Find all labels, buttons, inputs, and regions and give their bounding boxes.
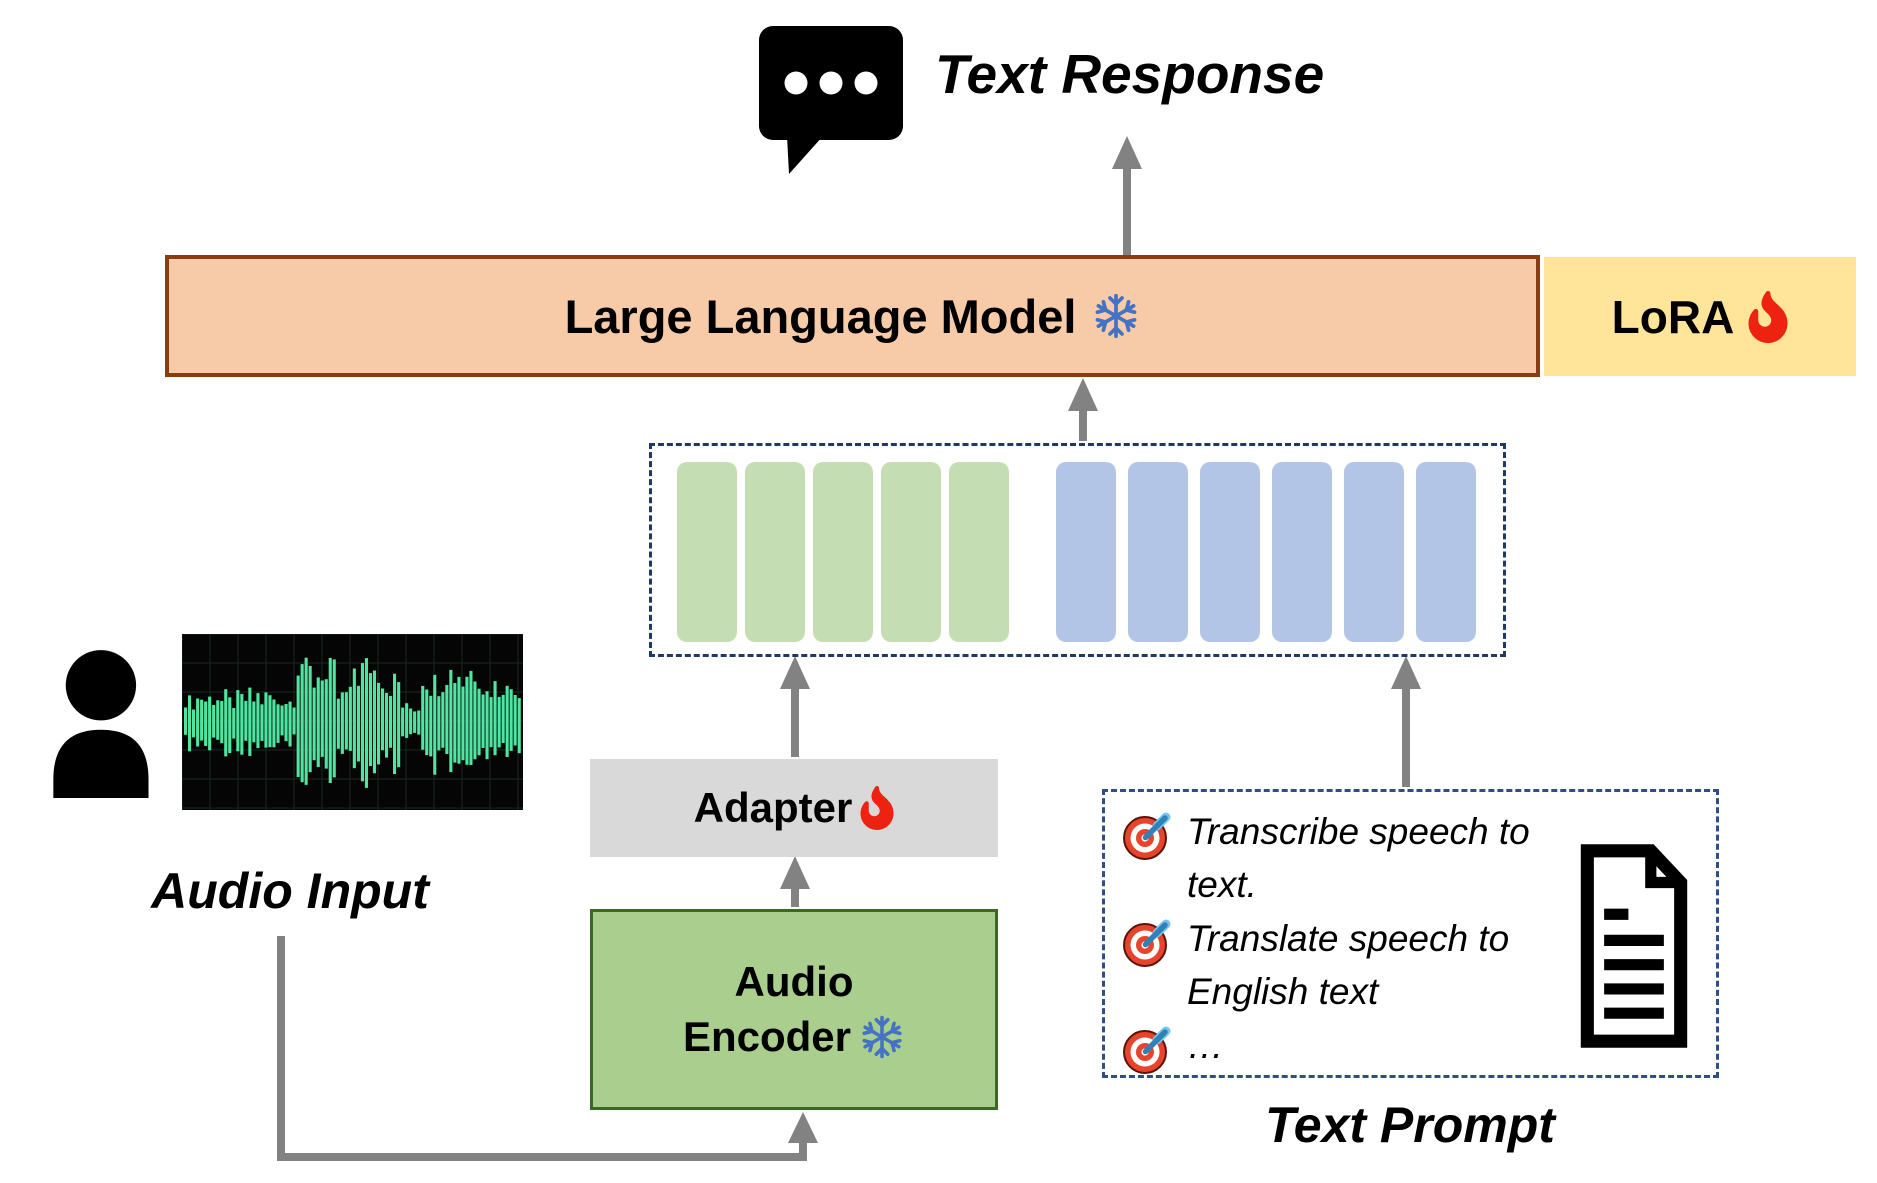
text-token [1056,462,1116,642]
prompt-item: Translate speech to English text [1121,913,1716,1018]
prompt-item: Transcribe speech to text. [1121,806,1716,911]
prompt-text: Transcribe speech to text. [1187,811,1530,905]
llm-box: Large Language Model [165,255,1540,377]
audio-encoder-box: Audio Encoder [590,909,998,1110]
audio-input-label: Audio Input [151,863,429,919]
speech-bubble-icon [759,26,903,174]
text-token [1128,462,1188,642]
lora-label: LoRA [1611,290,1735,343]
prompt-text: Translate speech to English text [1187,918,1510,1012]
snowflake-icon [1092,292,1140,340]
text-response-label: Text Response [935,43,1325,105]
person-icon [53,650,149,798]
audio-token [881,462,941,642]
text-token-group [1056,462,1476,642]
text-prompt-label: Text Prompt [1265,1097,1555,1153]
dart-target-icon [1121,810,1173,862]
snowflake-icon [859,1014,905,1060]
audio-waveform-image [182,634,523,810]
token-sequence-box [649,443,1506,657]
flame-icon [1748,291,1788,343]
dart-target-icon [1121,917,1173,969]
audio-token [813,462,873,642]
audio-token [949,462,1009,642]
lora-box: LoRA [1544,257,1856,376]
audio-token-group [677,462,1009,642]
adapter-label: Adapter [693,784,853,831]
text-token [1344,462,1404,642]
prompt-item: … [1121,1020,1716,1076]
dart-target-icon [1121,1024,1173,1076]
audio-encoder-label-line2: Encoder [682,1012,852,1060]
text-token [1272,462,1332,642]
llm-label: Large Language Model [564,289,1077,343]
flame-icon [860,786,894,830]
audio-token [745,462,805,642]
text-prompt-box: Transcribe speech to text. Translate spe… [1102,789,1719,1078]
adapter-box: Adapter [590,759,998,857]
audio-token [677,462,737,642]
text-token [1200,462,1260,642]
audio-encoder-label-line1: Audio [734,957,854,1005]
document-icon [1580,844,1688,1048]
text-token [1416,462,1476,642]
prompt-text: … [1187,1025,1224,1067]
